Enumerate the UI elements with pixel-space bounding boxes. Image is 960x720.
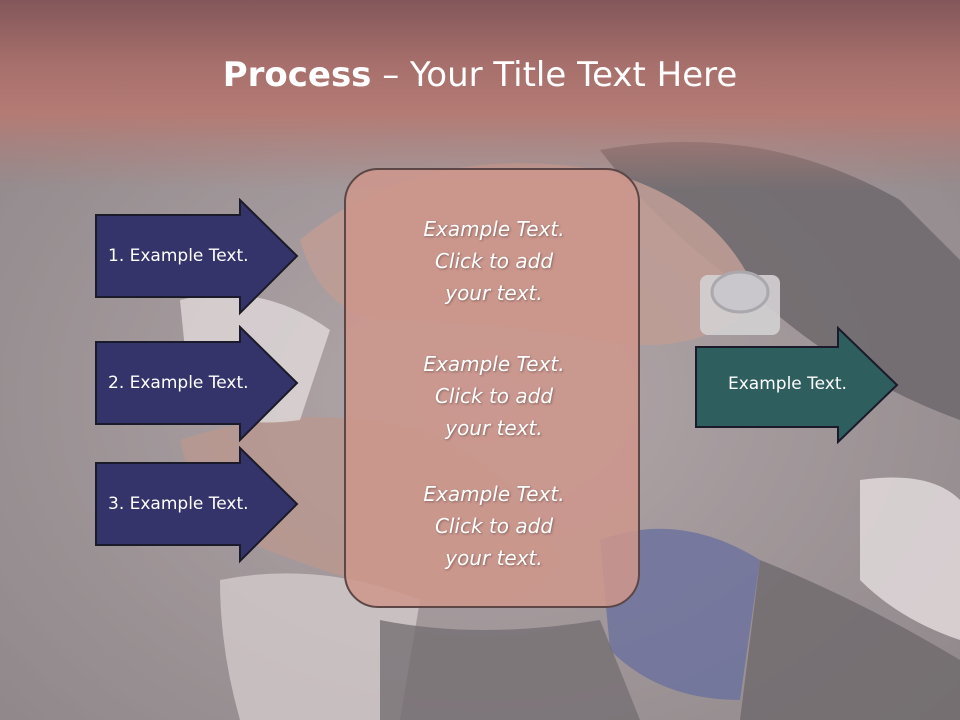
title-rest: – Your Title Text Here <box>371 55 738 95</box>
left-arrow-3-label: 3. Example Text. <box>108 494 249 514</box>
center-block-1-line-2: Click to add <box>434 249 554 273</box>
arrow-shape <box>95 198 299 316</box>
center-block-3: Example Text. Click to add your text. <box>346 478 642 574</box>
center-block-3-line-3: your text. <box>445 546 543 570</box>
watch-graphic <box>700 270 780 335</box>
center-block-2-line-3: your text. <box>445 416 543 440</box>
arrow-shape <box>695 326 899 444</box>
center-block-1: Example Text. Click to add your text. <box>346 213 642 309</box>
center-block-3-line-2: Click to add <box>434 514 554 538</box>
center-block-2: Example Text. Click to add your text. <box>346 348 642 444</box>
center-block-3-line-1: Example Text. <box>423 482 565 506</box>
center-block-1-line-1: Example Text. <box>423 217 565 241</box>
center-text-box[interactable]: Example Text. Click to add your text. Ex… <box>344 168 640 608</box>
left-arrow-3[interactable]: 3. Example Text. <box>94 446 300 564</box>
right-arrow[interactable]: Example Text. <box>694 326 900 444</box>
center-block-2-line-1: Example Text. <box>423 352 565 376</box>
left-arrow-2[interactable]: 2. Example Text. <box>94 325 300 443</box>
left-arrow-1-label: 1. Example Text. <box>108 246 249 266</box>
right-arrow-label: Example Text. <box>728 374 847 394</box>
slide-title[interactable]: Process – Your Title Text Here <box>0 50 960 100</box>
arrow-shape <box>95 446 299 564</box>
title-band <box>0 0 960 190</box>
center-block-2-line-2: Click to add <box>434 384 554 408</box>
left-arrow-1[interactable]: 1. Example Text. <box>94 198 300 316</box>
center-block-1-line-3: your text. <box>445 281 543 305</box>
left-arrow-2-label: 2. Example Text. <box>108 373 249 393</box>
arrow-shape <box>95 325 299 443</box>
title-bold: Process <box>222 55 372 95</box>
